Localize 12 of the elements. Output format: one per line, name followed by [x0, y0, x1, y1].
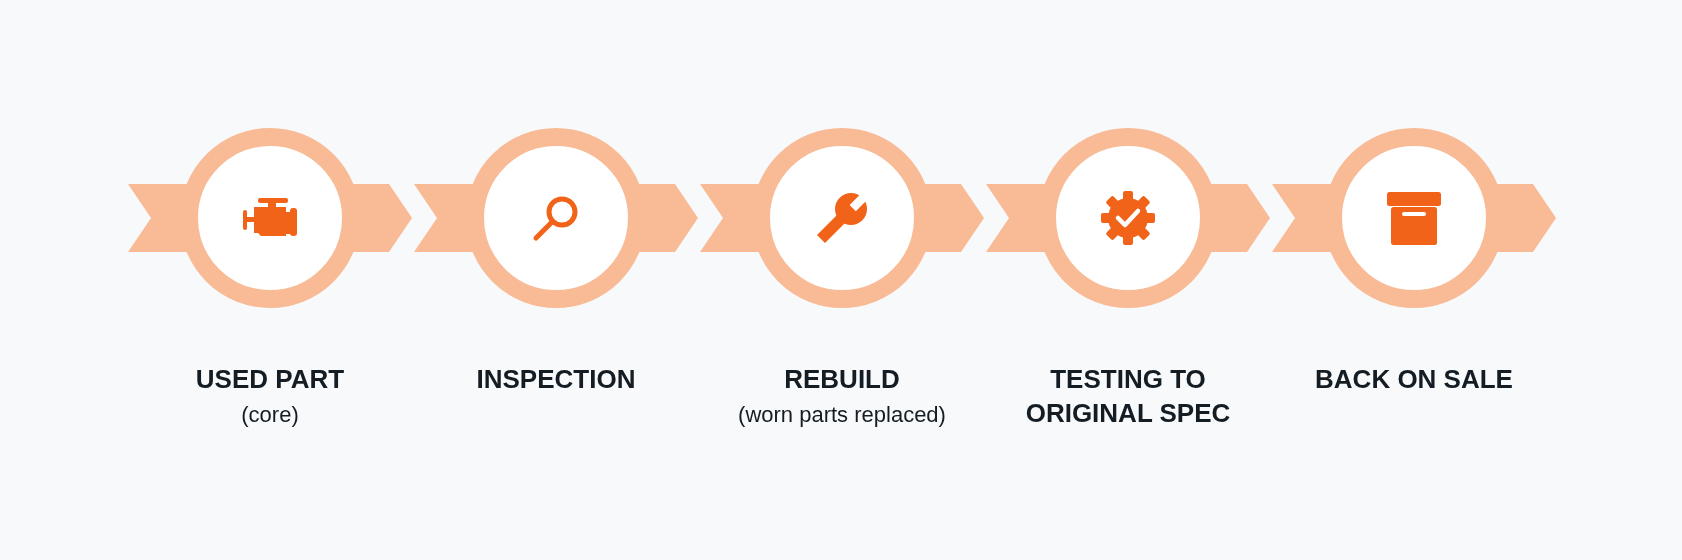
chevron-arrow	[353, 184, 412, 252]
step-title: REBUILD	[784, 363, 900, 396]
step-note: (worn parts replaced)	[738, 401, 946, 429]
chevron-arrow	[1497, 184, 1556, 252]
chevron-arrow	[639, 184, 698, 252]
chevron-arrow	[1211, 184, 1270, 252]
step-title: TESTING TO ORIGINAL SPEC	[1024, 363, 1232, 430]
step-title: BACK ON SALE	[1315, 363, 1513, 396]
step-title: INSPECTION	[476, 363, 636, 396]
chevron-arrow	[925, 184, 984, 252]
step-title: USED PART	[195, 363, 345, 396]
step-note: (core)	[241, 401, 299, 429]
